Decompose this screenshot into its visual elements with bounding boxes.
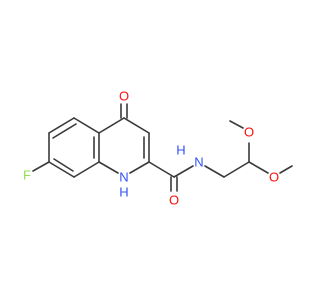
amide-oxygen-label: O (169, 193, 179, 208)
bond (98, 161, 119, 174)
methoxy-oxygen-bottom-label: O (269, 170, 279, 185)
bond (32, 161, 50, 172)
bond (229, 120, 244, 129)
bond (279, 165, 293, 174)
bonds (32, 103, 293, 192)
fluorine-label: F (23, 168, 31, 183)
ring-oxo-oxygen-label: O (119, 89, 129, 104)
bond (48, 161, 75, 178)
amide-nitrogen-label: N (194, 155, 203, 170)
atom-labels: O O N H N H F O O (23, 89, 279, 208)
bond (98, 117, 125, 134)
bond (53, 158, 74, 172)
bond (148, 161, 175, 178)
bond (123, 117, 150, 134)
molecule-structure: O O N H N H F O O (23, 89, 293, 208)
methoxy-oxygen-top-label: O (244, 125, 254, 140)
bond (223, 161, 250, 178)
bond (129, 161, 150, 174)
amide-hydrogen-label: H (176, 143, 185, 158)
ring-hydrogen-label: H (119, 185, 128, 200)
bond (248, 161, 269, 174)
bond (173, 165, 194, 178)
bond (204, 165, 225, 178)
bond (73, 117, 100, 134)
bond (73, 161, 100, 178)
bond (48, 117, 75, 134)
bond (52, 123, 77, 139)
ring-nitrogen-label: N (119, 170, 128, 185)
